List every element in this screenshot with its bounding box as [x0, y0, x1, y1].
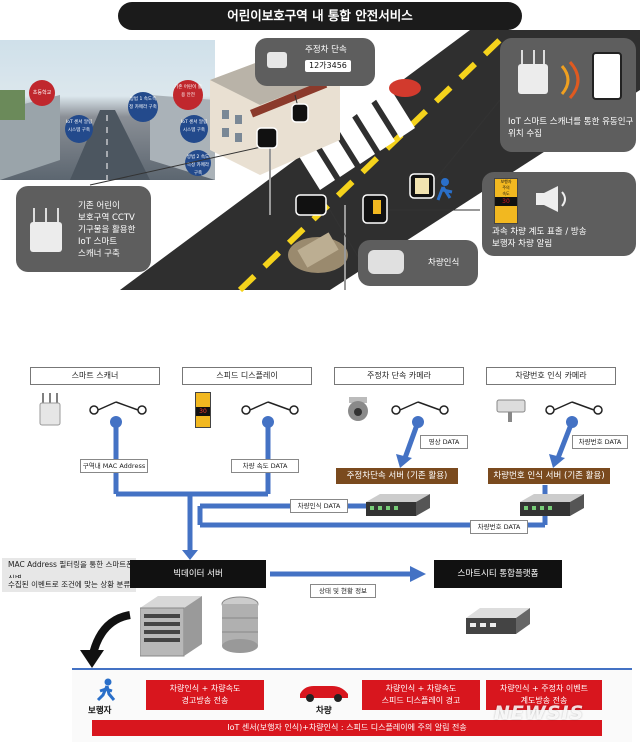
server-icon [366, 494, 430, 516]
cctv-line: 기존 어린이 [78, 201, 120, 211]
signal-icon [560, 61, 580, 99]
alert-box-speed-display: 차량인식 + 차량속도 스피드 디스플레이 경고 [362, 680, 480, 710]
flow-label-speed: 차량 속도 DATA [231, 459, 299, 473]
display-line: 과속 차량 계도 표출 / 방송 [492, 227, 587, 237]
lpr-server: 차량번호 인식 서버 (기존 활용) [488, 468, 610, 484]
speed-sign-value: 30 [196, 407, 210, 416]
display-bubble: 보행자 주의 속도 30 과속 차량 계도 표출 / 방송 보행자 차량 알림 [482, 172, 636, 256]
street-tag: 방범 1 속도측정 카메라 구축 [128, 92, 158, 122]
car-icon [300, 686, 348, 702]
pedestrian-label: 보행자 [88, 706, 112, 716]
server-icon [466, 608, 530, 634]
alert-line: 경고방송 전송 [181, 696, 229, 705]
note-event-classify: 수집된 이벤트로 조건에 맞는 상황 분류 [2, 578, 136, 592]
flow-label-mac: 구역내 MAC Address [80, 459, 148, 473]
smartphone-icon [592, 52, 622, 100]
header-parking-camera: 주정차 단속 카메라 [334, 367, 464, 385]
speed-display-icon: 30 [195, 392, 211, 428]
vehicle-label: 차량인식 [428, 258, 460, 268]
watermark: NEWSIS [494, 702, 585, 724]
alert-line: 계도방송 전송 [520, 696, 568, 705]
street-tag: 초등학교 [29, 80, 55, 106]
cctv-line: IoT 스마트 [78, 237, 118, 247]
switch-icon [545, 401, 603, 415]
speaker-icon [536, 186, 566, 212]
alert-box-warning-broadcast: 차량인식 + 차량속도 경고방송 전송 [146, 680, 264, 710]
flow-label-status: 상태 및 현황 정보 [310, 584, 376, 598]
street-tag: IoT 센서 알림 시스템 구축 [180, 115, 208, 143]
bottom-alert-bar: IoT 센서(보행자 인식)+차량인식 : 스피드 디스플레이에 주의 알림 전… [92, 720, 602, 736]
flow-label-video: 영상 DATA [420, 435, 468, 449]
vehicle-bubble: 차량인식 [358, 240, 478, 286]
iot-line: IoT 스마트 스캐너를 통한 유동인구 [508, 117, 634, 127]
header-lpr-camera: 차량번호 인식 카메라 [486, 367, 616, 385]
alert-line: 스피드 디스플레이 경고 [381, 696, 461, 705]
scanner-icon [518, 50, 548, 94]
scanner-icon [30, 208, 62, 252]
flow-label-plate-data: 차량번호 DATA [470, 520, 528, 534]
alert-line: 차량인식 + 차량속도 [385, 684, 457, 693]
parking-server: 주정차단속 서버 (기존 활용) [336, 468, 458, 484]
dome-camera-icon [348, 397, 368, 421]
pedestrian-icon [96, 678, 116, 702]
alert-box-parking-guidance: 차량인식 + 주정차 이벤트 계도방송 전송 [486, 680, 602, 710]
switch-icon [89, 401, 147, 415]
header-speed-display: 스피드 디스플레이 [182, 367, 312, 385]
page-title: 어린이보호구역 내 통합 안전서비스 [118, 2, 522, 30]
lpr-camera-icon [368, 250, 404, 274]
bigdata-server: 빅데이터 서버 [130, 560, 266, 588]
flow-label-plate: 차량번호 DATA [572, 435, 628, 449]
server-icon [520, 494, 584, 516]
display-sign-line: 보행자 [500, 179, 512, 184]
header-smart-scanner: 스마트 스캐너 [30, 367, 160, 385]
cctv-line: 기구물을 활용한 [78, 225, 136, 235]
display-sign-line: 주의 [502, 185, 510, 190]
iot-line: 위치 수집 [508, 129, 542, 139]
switch-icon [391, 401, 449, 415]
alert-line: 차량인식 + 차량속도 [169, 684, 241, 693]
cctv-line: 스캐너 구축 [78, 249, 120, 259]
switch-icon [241, 401, 299, 415]
display-line: 보행자 차량 알림 [492, 239, 553, 249]
vehicle-label: 차량 [316, 706, 332, 716]
street-tag: 기존 어린이 활용 안전 [173, 80, 203, 110]
plate-number: 12가3456 [305, 60, 351, 72]
lpr-camera-icon [496, 399, 526, 422]
alert-line: 차량인식 + 주정차 이벤트 [500, 684, 588, 693]
parking-label: 주정차 단속 [305, 45, 347, 55]
bigdata-hardware-icon [140, 596, 259, 657]
cctv-line: 보호구역 CCTV [78, 213, 135, 223]
street-tag: IoT 센서 알림 시스템 구축 [65, 115, 93, 143]
display-sign-line: 속도 [502, 191, 510, 196]
flow-label-vehicle: 차량인식 DATA [290, 499, 348, 513]
iot-bubble: IoT 스마트 스캐너를 통한 유동인구 위치 수집 [500, 38, 636, 152]
parking-bubble: 주정차 단속 12가3456 [255, 38, 375, 86]
scanner-icon [39, 393, 61, 426]
parking-camera-icon [267, 52, 287, 68]
smartcity-platform: 스마트시티 통합플랫폼 [434, 560, 562, 588]
display-sign-line: 30 [495, 197, 517, 206]
cctv-bubble: 기존 어린이 보호구역 CCTV 기구물을 활용한 IoT 스마트 스캐너 구축 [16, 186, 151, 272]
speed-display-icon: 보행자 주의 속도 30 [494, 178, 518, 224]
